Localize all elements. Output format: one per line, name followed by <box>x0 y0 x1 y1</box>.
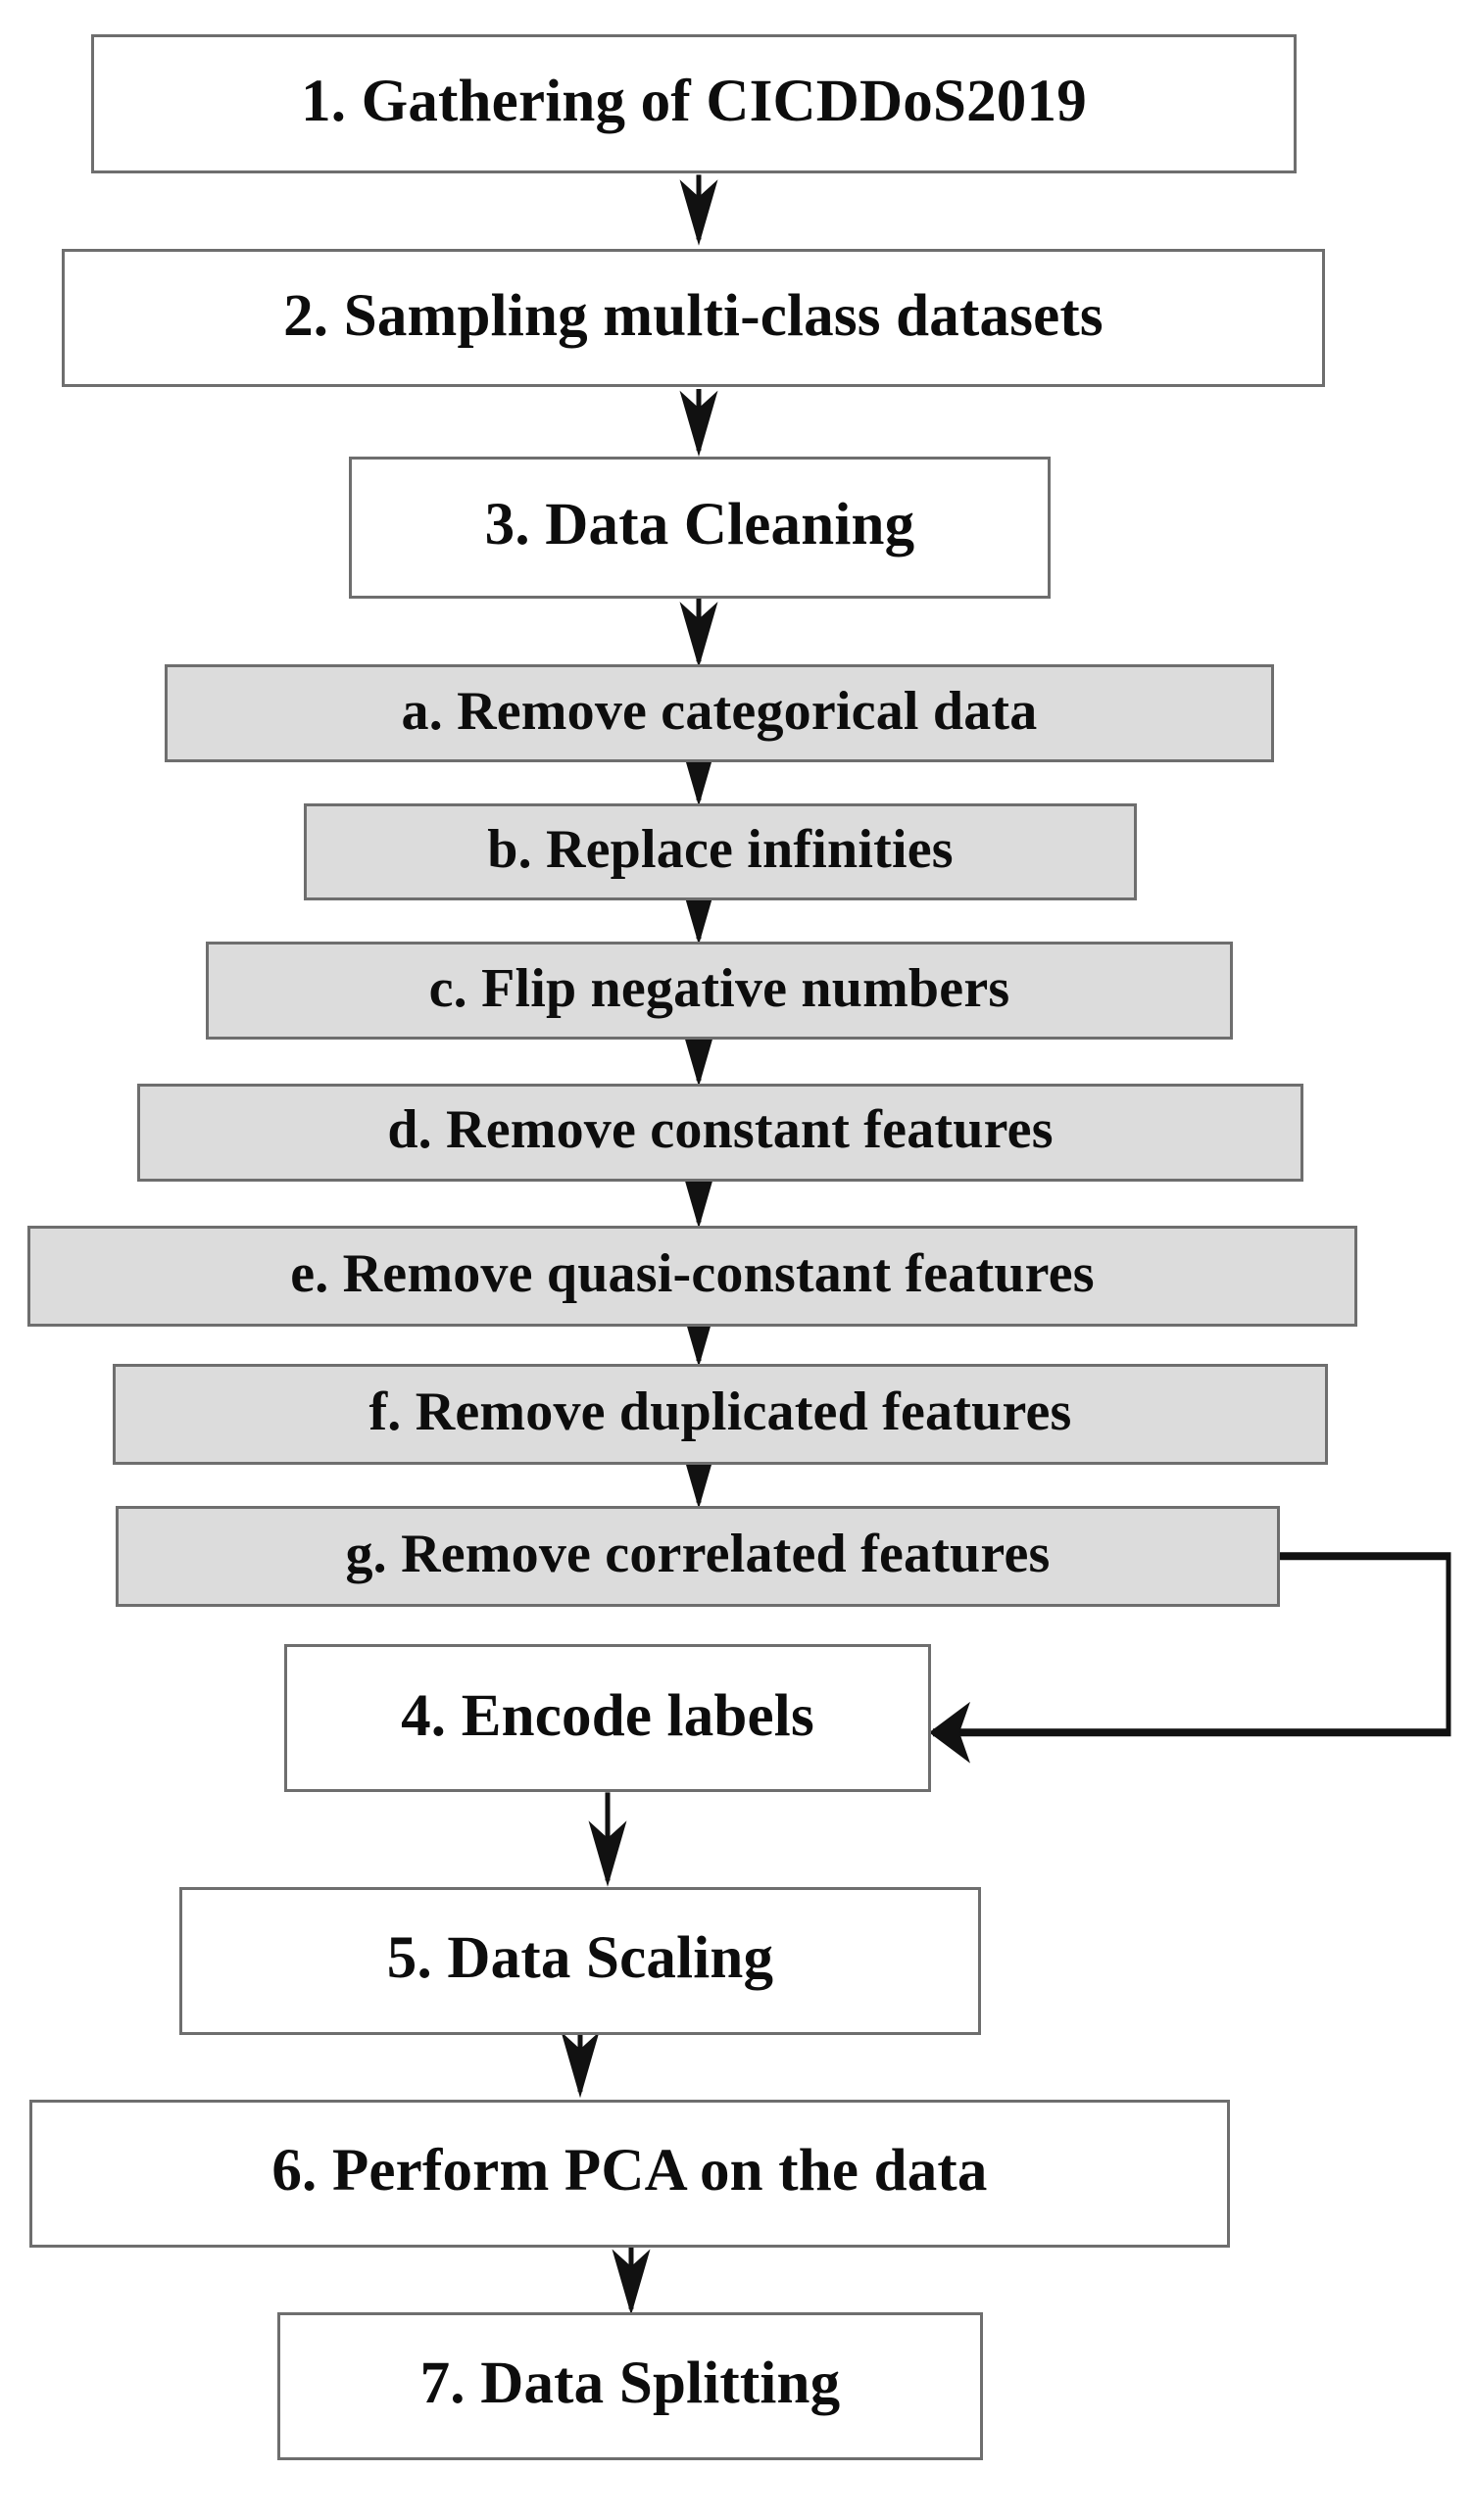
node-step7-label: 7. Data Splitting <box>419 2350 841 2417</box>
node-stepe[interactable]: e. Remove quasi-constant features <box>27 1225 1357 1327</box>
node-stepf-label: f. Remove duplicated features <box>368 1381 1072 1443</box>
node-step2[interactable]: 2. Sampling multi-class datasets <box>62 248 1325 388</box>
node-stepa-label: a. Remove categorical data <box>401 680 1038 742</box>
node-step1[interactable]: 1. Gathering of CICDDoS2019 <box>91 34 1297 173</box>
node-step4[interactable]: 4. Encode labels <box>284 1644 931 1793</box>
node-stepd[interactable]: d. Remove constant features <box>137 1083 1303 1182</box>
node-stepc-label: c. Flip negative numbers <box>428 957 1010 1019</box>
node-step6[interactable]: 6. Perform PCA on the data <box>29 2099 1230 2248</box>
node-stepg[interactable]: g. Remove correlated features <box>116 1505 1280 1607</box>
node-step6-label: 6. Perform PCA on the data <box>271 2138 988 2205</box>
node-step5[interactable]: 5. Data Scaling <box>179 1886 981 2035</box>
node-step1-label: 1. Gathering of CICDDoS2019 <box>301 69 1087 135</box>
node-stepa[interactable]: a. Remove categorical data <box>165 664 1274 763</box>
node-stepb-label: b. Replace infinities <box>487 819 954 881</box>
node-stepf[interactable]: f. Remove duplicated features <box>113 1364 1328 1465</box>
node-stepd-label: d. Remove constant features <box>387 1099 1054 1161</box>
node-stepb[interactable]: b. Replace infinities <box>304 802 1137 901</box>
node-step7[interactable]: 7. Data Splitting <box>277 2311 983 2460</box>
node-step3[interactable]: 3. Data Cleaning <box>349 457 1051 599</box>
node-step3-label: 3. Data Cleaning <box>484 492 915 558</box>
node-step4-label: 4. Encode labels <box>401 1682 814 1749</box>
node-stepe-label: e. Remove quasi-constant features <box>290 1242 1095 1304</box>
node-step2-label: 2. Sampling multi-class datasets <box>283 282 1104 349</box>
node-stepc[interactable]: c. Flip negative numbers <box>206 942 1233 1040</box>
node-step5-label: 5. Data Scaling <box>386 1925 774 1992</box>
node-stepg-label: g. Remove correlated features <box>345 1523 1051 1584</box>
